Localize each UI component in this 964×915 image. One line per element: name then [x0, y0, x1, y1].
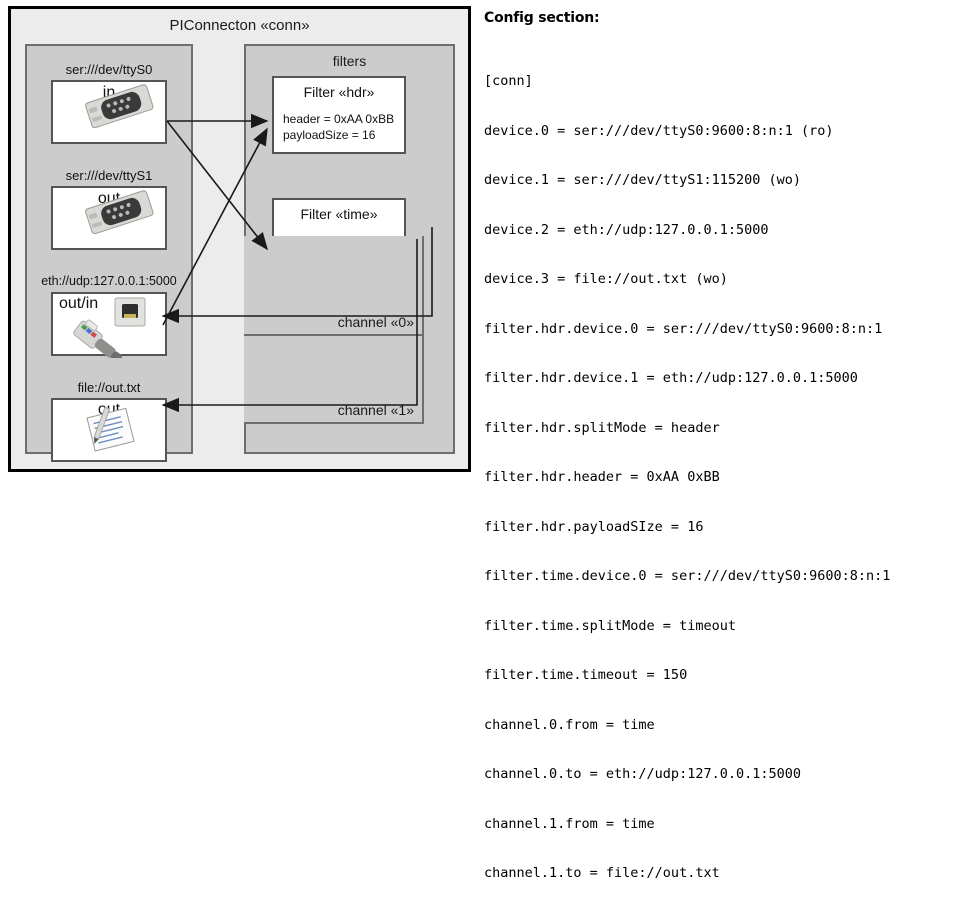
channel-box-0[interactable]: channel «0»	[244, 236, 424, 336]
config-line: filter.hdr.device.0 = ser:///dev/ttyS0:9…	[484, 320, 883, 337]
config-line: channel.1.from = time	[484, 815, 655, 832]
channel-label-1: channel «1»	[337, 402, 414, 418]
config-line: filter.hdr.payloadSIze = 16	[484, 518, 704, 535]
device-label-ttys0: ser:///dev/ttyS0	[65, 62, 153, 77]
config-lines: [conn] device.0 = ser:///dev/ttyS0:9600:…	[484, 40, 958, 915]
config-line: filter.time.timeout = 150	[484, 667, 688, 683]
config-section: Config section: [conn] device.0 = ser://…	[482, 8, 958, 881]
filter-box-hdr[interactable]: Filter «hdr» header = 0xAA 0xBB payloadS…	[272, 76, 406, 154]
config-line: device.3 = file://out.txt (wo)	[484, 271, 728, 287]
filter-name-time: Filter «time»	[300, 206, 378, 222]
serial-port-icon	[85, 84, 154, 129]
diagram-page: PIConnecton «conn» ser:///dev/ttyS0 in	[8, 6, 958, 881]
config-line: filter.hdr.header = 0xAA 0xBB	[484, 469, 720, 485]
config-line: device.2 = eth://udp:127.0.0.1:5000	[484, 221, 769, 238]
devices-panel: ser:///dev/ttyS0 in	[25, 44, 193, 462]
diagram-title: PIConnecton «conn»	[169, 17, 310, 34]
device-box-eth[interactable]: out/in	[51, 292, 167, 358]
filters-panel-title: filters	[332, 53, 367, 69]
device-box-file[interactable]: out	[51, 398, 167, 462]
config-line: [conn]	[484, 73, 533, 89]
ethernet-jack-icon	[73, 297, 146, 358]
device-box-ttys0[interactable]: in	[51, 80, 167, 144]
device-label-file: file://out.txt	[77, 380, 141, 395]
config-line: device.0 = ser:///dev/ttyS0:9600:8:n:1 (…	[484, 122, 834, 139]
serial-port-icon	[85, 190, 154, 235]
filter-attr-header: header = 0xAA 0xBB	[283, 112, 395, 126]
config-line: filter.hdr.device.1 = eth://udp:127.0.0.…	[484, 370, 858, 386]
config-line: channel.0.to = eth://udp:127.0.0.1:5000	[484, 766, 801, 782]
device-kind-eth: out/in	[59, 295, 99, 312]
device-label-ttys1: ser:///dev/ttyS1	[65, 168, 153, 183]
piconnector-diagram: PIConnecton «conn» ser:///dev/ttyS0 in	[8, 6, 471, 472]
device-label-eth: eth://udp:127.0.0.1:5000	[41, 274, 177, 288]
filter-attr-payloadsize: payloadSize = 16	[283, 128, 376, 142]
text-file-icon	[86, 406, 135, 452]
config-line: filter.hdr.splitMode = header	[484, 419, 720, 436]
config-line: filter.time.splitMode = timeout	[484, 617, 736, 634]
filter-name-hdr: Filter «hdr»	[303, 84, 375, 100]
config-line: filter.time.device.0 = ser:///dev/ttyS0:…	[484, 568, 891, 584]
config-heading: Config section:	[484, 10, 600, 26]
filters-panel: filters Filter «hdr» header = 0xAA 0xBB …	[244, 44, 455, 454]
config-line: device.1 = ser:///dev/ttyS1:115200 (wo)	[484, 172, 801, 188]
config-line: channel.0.from = time	[484, 716, 655, 733]
device-box-ttys1[interactable]: out	[51, 186, 167, 250]
config-line: channel.1.to = file://out.txt	[484, 865, 720, 881]
channel-box-1[interactable]: channel «1»	[244, 334, 424, 424]
channel-label-0: channel «0»	[337, 314, 414, 330]
